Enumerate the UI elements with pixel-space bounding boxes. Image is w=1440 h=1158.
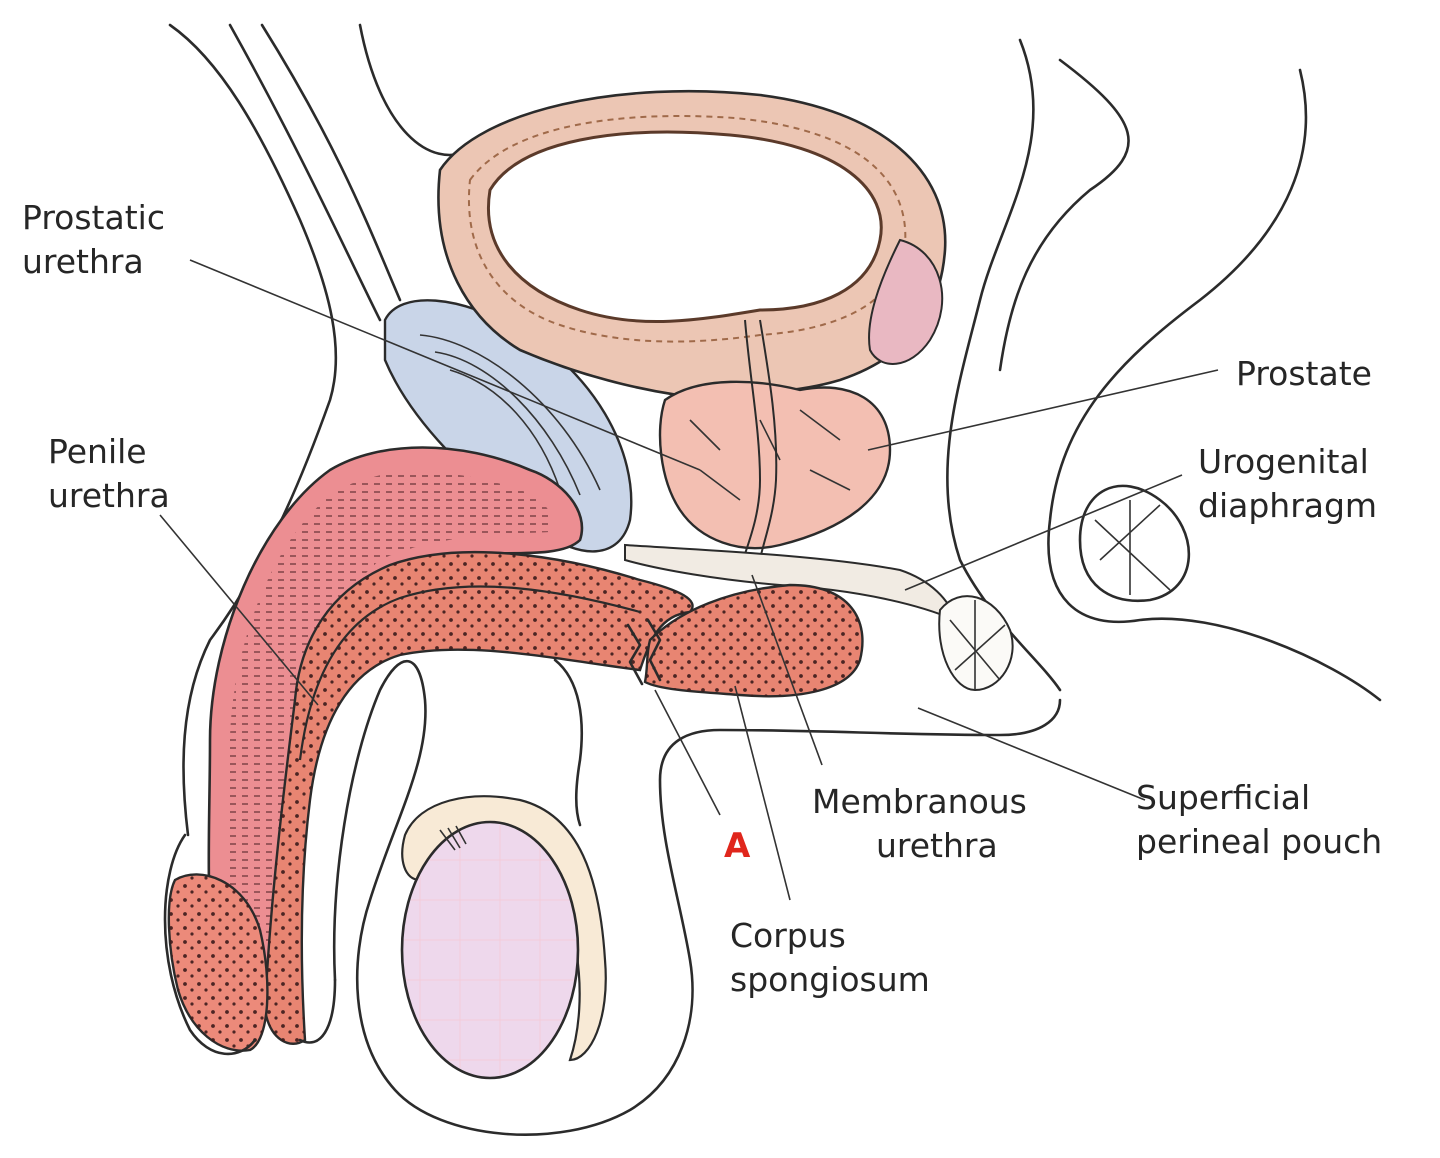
leader-lines xyxy=(159,259,1219,901)
prostate-gland xyxy=(658,380,892,550)
label-penile-urethra: Penile urethra xyxy=(48,432,170,515)
penile-urethra-lumen xyxy=(298,585,641,761)
label-corpus-spongiosum: Corpus spongiosum xyxy=(730,916,930,999)
label-prostatic-urethra: Prostatic urethra xyxy=(22,198,165,281)
label-membranous-urethra: Membranous urethra xyxy=(812,782,1027,865)
anterior-abdominal-wall xyxy=(168,23,338,837)
seminal-vesicle xyxy=(868,238,944,365)
scrotum-outline xyxy=(332,659,1062,1136)
urethra-channel xyxy=(739,319,762,571)
perineal-body xyxy=(938,595,1014,692)
label-prostate: Prostate xyxy=(1236,354,1372,393)
label-superficial-perineal-pouch: Superficial perineal pouch xyxy=(1136,778,1383,861)
rectum-outline xyxy=(946,38,1062,692)
label-urogenital-diaphragm: Urogenital diaphragm xyxy=(1198,442,1378,525)
label-marker-a: A xyxy=(724,826,751,866)
bladder-lumen xyxy=(487,130,883,324)
anal-canal xyxy=(1078,484,1191,603)
